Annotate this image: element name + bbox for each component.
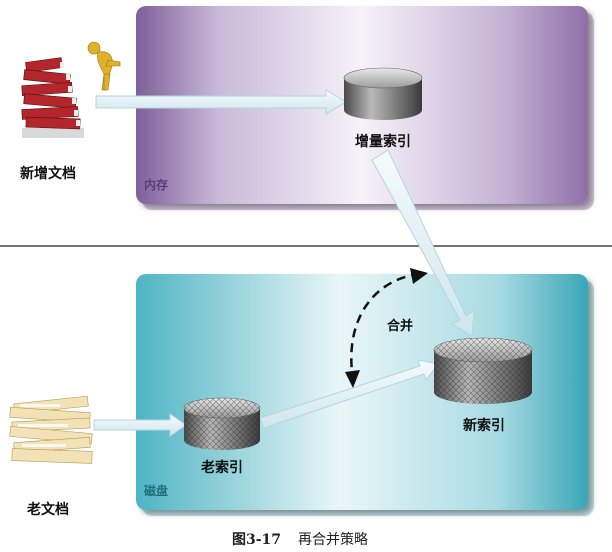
incremental-index-label: 增量索引 — [355, 133, 411, 150]
incremental-index-cylinder — [343, 67, 423, 120]
old-documents-icon — [9, 395, 93, 464]
old-index-label: 老索引 — [201, 459, 243, 476]
old-index-cylinder — [183, 397, 261, 450]
arrow-incremental-to-new-index — [371, 149, 475, 337]
new-index-label: 新索引 — [463, 417, 505, 434]
figure-caption: 再合并策略 — [298, 531, 368, 548]
figure-number: 图3-17 — [232, 532, 281, 548]
person-figure-icon — [87, 41, 121, 91]
old-documents-label: 老文档 — [27, 501, 69, 518]
new-documents-icon — [21, 57, 84, 138]
new-documents-label: 新增文档 — [20, 165, 76, 182]
merge-dashed-arrow — [345, 268, 428, 388]
new-index-cylinder — [433, 337, 533, 404]
arrow-old-docs-to-old-index — [93, 413, 187, 437]
arrow-old-index-to-new-index — [259, 359, 439, 429]
disk-zone-label: 磁盘 — [143, 483, 168, 498]
memory-zone-label: 内存 — [144, 177, 168, 192]
arrow-new-docs-to-incremental — [95, 89, 347, 115]
merge-label: 合并 — [387, 318, 413, 334]
